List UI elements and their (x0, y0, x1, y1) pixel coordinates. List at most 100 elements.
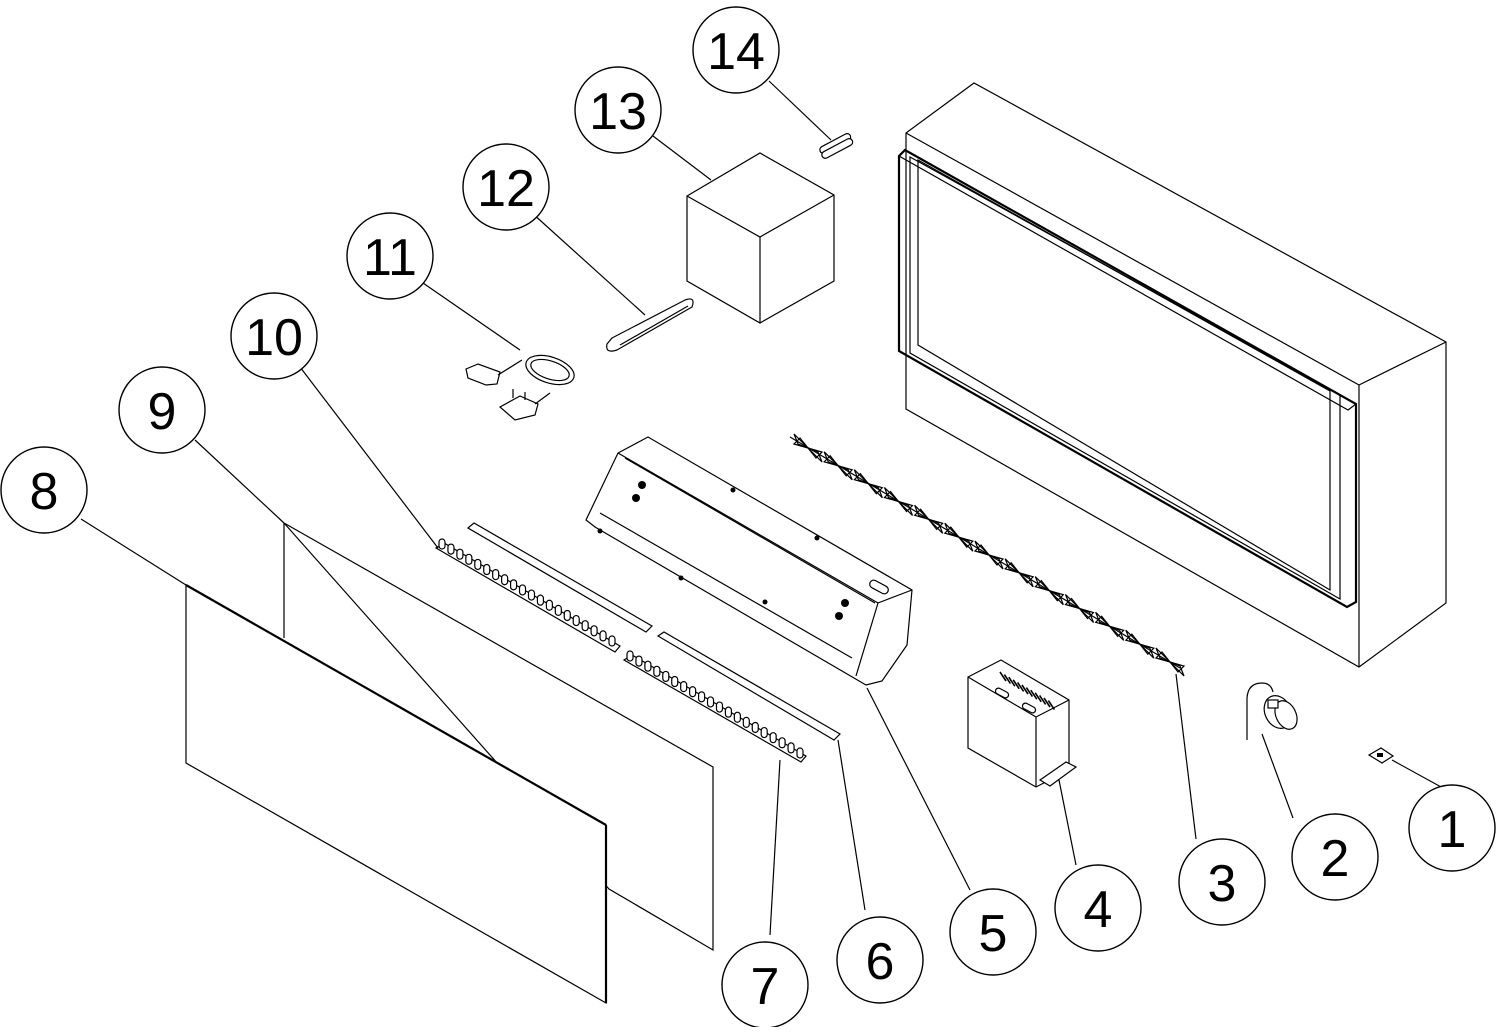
spinner-blade (973, 544, 1005, 566)
part-8-front-panel (185, 583, 608, 1005)
led-stud (608, 635, 616, 647)
spinner-blade (943, 526, 974, 549)
callout-circle (949, 888, 1037, 976)
spinner-blade (1094, 615, 1125, 638)
spinner-blade (1034, 579, 1065, 602)
led-stud (635, 655, 643, 667)
spinner-blade (1124, 633, 1155, 656)
callout-circle (1291, 813, 1379, 901)
callout-circle (1408, 784, 1496, 872)
callout-6: 6 (836, 916, 924, 1004)
vent-slot (1047, 700, 1056, 711)
callout-number: 3 (1208, 855, 1237, 913)
callout-4: 4 (1054, 864, 1142, 952)
fireplace-casing (897, 82, 1447, 668)
callout-number: 7 (751, 958, 780, 1016)
spinner-blade (1154, 651, 1186, 673)
callout-number: 2 (1321, 830, 1350, 888)
led-stud (653, 665, 661, 677)
part-11-power-cord (465, 354, 575, 421)
callout-14: 14 (692, 6, 780, 94)
led-stud (527, 589, 536, 601)
callout-12: 12 (462, 143, 550, 231)
callout-7: 7 (721, 941, 809, 1029)
vent-slot (1003, 674, 1012, 685)
callout-number: 6 (866, 933, 895, 991)
callout-10: 10 (230, 292, 318, 380)
callout-1: 1 (1408, 784, 1496, 872)
led-stud (689, 686, 697, 698)
callout-number: 4 (1084, 881, 1113, 939)
part-6-led-strip-upper-bar (466, 522, 653, 633)
callout-circle (0, 446, 88, 534)
callout-2: 2 (1291, 813, 1379, 901)
callout-circle (1054, 864, 1142, 952)
led-stud (796, 747, 804, 759)
callout-circle (346, 212, 434, 300)
callout-circle (574, 66, 662, 154)
spinner-blade (913, 508, 944, 531)
vent-slot (1043, 697, 1051, 708)
led-stud (465, 553, 473, 565)
callout-circle (692, 6, 780, 94)
spinner-blade (792, 437, 824, 459)
callout-number: 10 (245, 309, 303, 367)
callout-9: 9 (118, 366, 206, 454)
led-stud (545, 599, 553, 611)
led-stud (733, 711, 741, 723)
vent-slot (1012, 679, 1020, 690)
callout-13: 13 (574, 66, 662, 154)
led-stud (671, 675, 679, 688)
callout-circle (1178, 838, 1266, 926)
spinner-blade (1064, 597, 1095, 620)
led-stud (680, 681, 688, 693)
led-stud (742, 716, 750, 728)
led-stud (474, 558, 482, 571)
callout-8: 8 (0, 446, 88, 534)
callout-circle (836, 916, 924, 1004)
callout-number: 14 (707, 23, 765, 81)
led-stud (599, 630, 607, 642)
callout-circle (230, 292, 318, 380)
led-stud (456, 548, 464, 560)
callout-circle (462, 143, 550, 231)
callout-number: 8 (30, 463, 59, 521)
led-stud (751, 721, 759, 734)
led-stud (706, 696, 715, 708)
part-13-box (686, 152, 835, 324)
led-stud (554, 604, 562, 616)
led-stud (572, 614, 580, 627)
spinner-blade (1004, 561, 1035, 584)
led-stud (662, 670, 670, 683)
part-14-battery (819, 133, 854, 159)
part-10-led-strip (434, 538, 621, 653)
led-stud (787, 742, 795, 754)
led-stud (581, 620, 589, 632)
spinner-blade (853, 472, 884, 495)
callout-3: 3 (1178, 838, 1266, 926)
led-stud (760, 726, 768, 739)
part-5-housing (585, 436, 913, 686)
part-6-led-strip (656, 631, 841, 741)
led-stud (563, 609, 571, 622)
callout-circle (118, 366, 206, 454)
led-stud (724, 706, 733, 718)
part-7-led-strip (622, 650, 807, 763)
spinner-blade (883, 490, 914, 513)
spinner-blade (823, 454, 854, 477)
led-stud (483, 563, 491, 576)
part-4-control-box (967, 659, 1078, 788)
part-12-remote (606, 298, 694, 352)
vent-slot (1021, 684, 1029, 695)
vent-slot (1034, 692, 1042, 703)
led-stud (536, 594, 545, 606)
led-stud (501, 574, 509, 586)
vent-slot (1016, 681, 1025, 692)
led-stud (509, 579, 518, 591)
vent-slot (1030, 689, 1038, 700)
callout-5: 5 (949, 888, 1037, 976)
callout-number: 5 (979, 905, 1008, 963)
led-stud (644, 660, 652, 672)
